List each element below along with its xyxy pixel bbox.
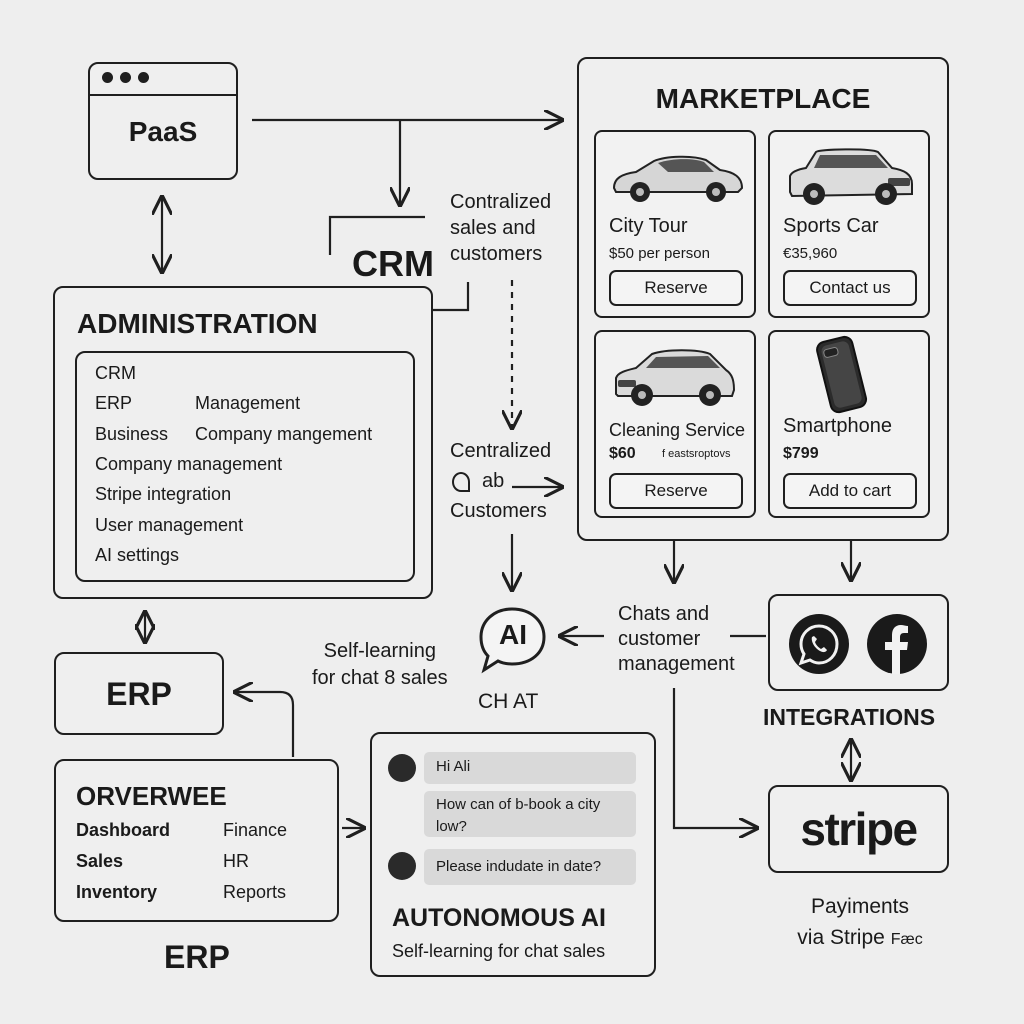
- integrations-box[interactable]: [768, 594, 949, 691]
- admin-row-label: Stripe integration: [95, 484, 232, 505]
- stripe-caption-tail: Fæc: [890, 931, 923, 948]
- administration-title: ADMINISTRATION: [77, 308, 318, 339]
- admin-row[interactable]: Business Company mangement: [95, 423, 372, 445]
- chats-line: customer: [618, 628, 701, 650]
- chats-line: management: [618, 653, 735, 675]
- paas-title: PaaS: [128, 116, 198, 147]
- admin-row-label: AI settings: [95, 544, 180, 565]
- card-title: Smartphone: [783, 415, 892, 437]
- chat-message: Please indudate in date?: [424, 849, 636, 885]
- admin-row-detail: Company mangement: [195, 423, 373, 444]
- card-price: €35,960: [783, 245, 838, 262]
- sedan-car-icon: [606, 144, 746, 209]
- overview-title: ORVERWEE: [76, 781, 227, 811]
- add-to-cart-button[interactable]: Add to cart: [783, 473, 917, 509]
- autonomous-ai-panel: Hi Ali How can of b-book a city low? Ple…: [370, 732, 656, 977]
- stripe-box[interactable]: stripe: [768, 785, 949, 873]
- overview-item-right[interactable]: HR: [223, 851, 249, 871]
- overview-item-left[interactable]: Sales: [76, 851, 124, 871]
- integrations-title: INTEGRATIONS: [763, 704, 936, 730]
- centralized-ab: ab: [482, 470, 505, 492]
- crm-note-line: Contralized: [450, 191, 552, 213]
- ai-chat-icon[interactable]: AI: [478, 606, 546, 674]
- card-extra: f eastsroptovs: [662, 448, 731, 460]
- chat-bubble-icon: [452, 472, 470, 492]
- stripe-caption: Payiments via Stripe Fæc: [770, 891, 950, 955]
- card-price: $799: [783, 445, 819, 462]
- centralized-line: Customers: [450, 500, 547, 522]
- crm-note: Contralized sales and customers: [450, 189, 551, 267]
- card-title: City Tour: [609, 215, 688, 237]
- centralized-line: Centralized: [450, 440, 552, 462]
- autonomous-title: AUTONOMOUS AI: [392, 904, 606, 932]
- card-title: Sports Car: [783, 215, 879, 237]
- crm-note-line: sales and: [450, 217, 536, 239]
- crm-note-line: customers: [450, 243, 543, 265]
- card-title: Cleaning Service: [609, 420, 746, 440]
- erp-box[interactable]: ERP: [54, 652, 224, 735]
- facebook-icon: [867, 614, 927, 674]
- chat-message: Hi Ali: [424, 752, 636, 784]
- hatchback-car-icon: [606, 344, 746, 413]
- suv-car-icon: [780, 144, 920, 213]
- admin-row[interactable]: Stripe integration: [95, 484, 231, 505]
- admin-row[interactable]: CRM: [95, 363, 136, 384]
- erp-title: ERP: [106, 676, 172, 712]
- marketplace-title: MARKETPLACE: [655, 83, 871, 114]
- autonomous-subtitle: Self-learning for chat sales: [392, 941, 606, 961]
- ai-avatar-icon: [388, 754, 416, 782]
- user-avatar-icon: [388, 852, 416, 880]
- stripe-caption-line: Payiments: [810, 895, 910, 918]
- stripe-logo: stripe: [800, 803, 918, 855]
- admin-row[interactable]: User management: [95, 515, 243, 536]
- ai-bubble-icon: [479, 607, 546, 674]
- contact-us-button[interactable]: Contact us: [783, 270, 917, 306]
- chat-message: How can of b-book a city low?: [424, 791, 636, 837]
- stripe-caption-line: via Stripe: [797, 926, 885, 949]
- card-price: $60: [609, 445, 636, 462]
- smartphone-icon: [814, 334, 874, 423]
- card-price: $50 per person: [609, 245, 710, 262]
- admin-row-label: CRM: [95, 363, 136, 383]
- overview-item-right[interactable]: Finance: [223, 820, 288, 840]
- ai-icon-label: AI: [499, 619, 527, 650]
- ai-chat-label: CH AT: [478, 690, 539, 713]
- self-learning-note: Self-learning for chat 8 sales: [312, 638, 448, 692]
- whatsapp-icon: [789, 614, 849, 674]
- reserve-button[interactable]: Reserve: [609, 473, 743, 509]
- admin-row[interactable]: Company management: [95, 454, 282, 475]
- reserve-button[interactable]: Reserve: [609, 270, 743, 306]
- crm-title: CRM: [352, 243, 434, 284]
- admin-row-label: User management: [95, 514, 244, 535]
- self-learning-line: for chat 8 sales: [312, 667, 448, 689]
- overview-item-left[interactable]: Dashboard: [76, 820, 171, 840]
- window-titlebar: [90, 94, 236, 96]
- self-learning-line: Self-learning: [323, 640, 436, 662]
- admin-row[interactable]: AI settings: [95, 545, 179, 566]
- admin-row-label: Company management: [95, 453, 283, 474]
- window-dots-icon: [102, 72, 149, 83]
- overview-item-right[interactable]: Reports: [223, 882, 287, 902]
- admin-row[interactable]: ERP Management: [95, 393, 300, 414]
- chats-line: Chats and: [618, 603, 710, 625]
- overview-item-left[interactable]: Inventory: [76, 882, 158, 902]
- centralized-block: Centralized ab Customers: [450, 436, 551, 526]
- paas-window[interactable]: PaaS: [88, 62, 238, 180]
- admin-row-detail: Management: [195, 393, 301, 414]
- admin-row-label: Business: [95, 423, 169, 444]
- erp-footer-label: ERP: [164, 939, 230, 975]
- admin-row-label: ERP: [95, 393, 133, 414]
- chats-note: Chats and customer management: [618, 602, 735, 677]
